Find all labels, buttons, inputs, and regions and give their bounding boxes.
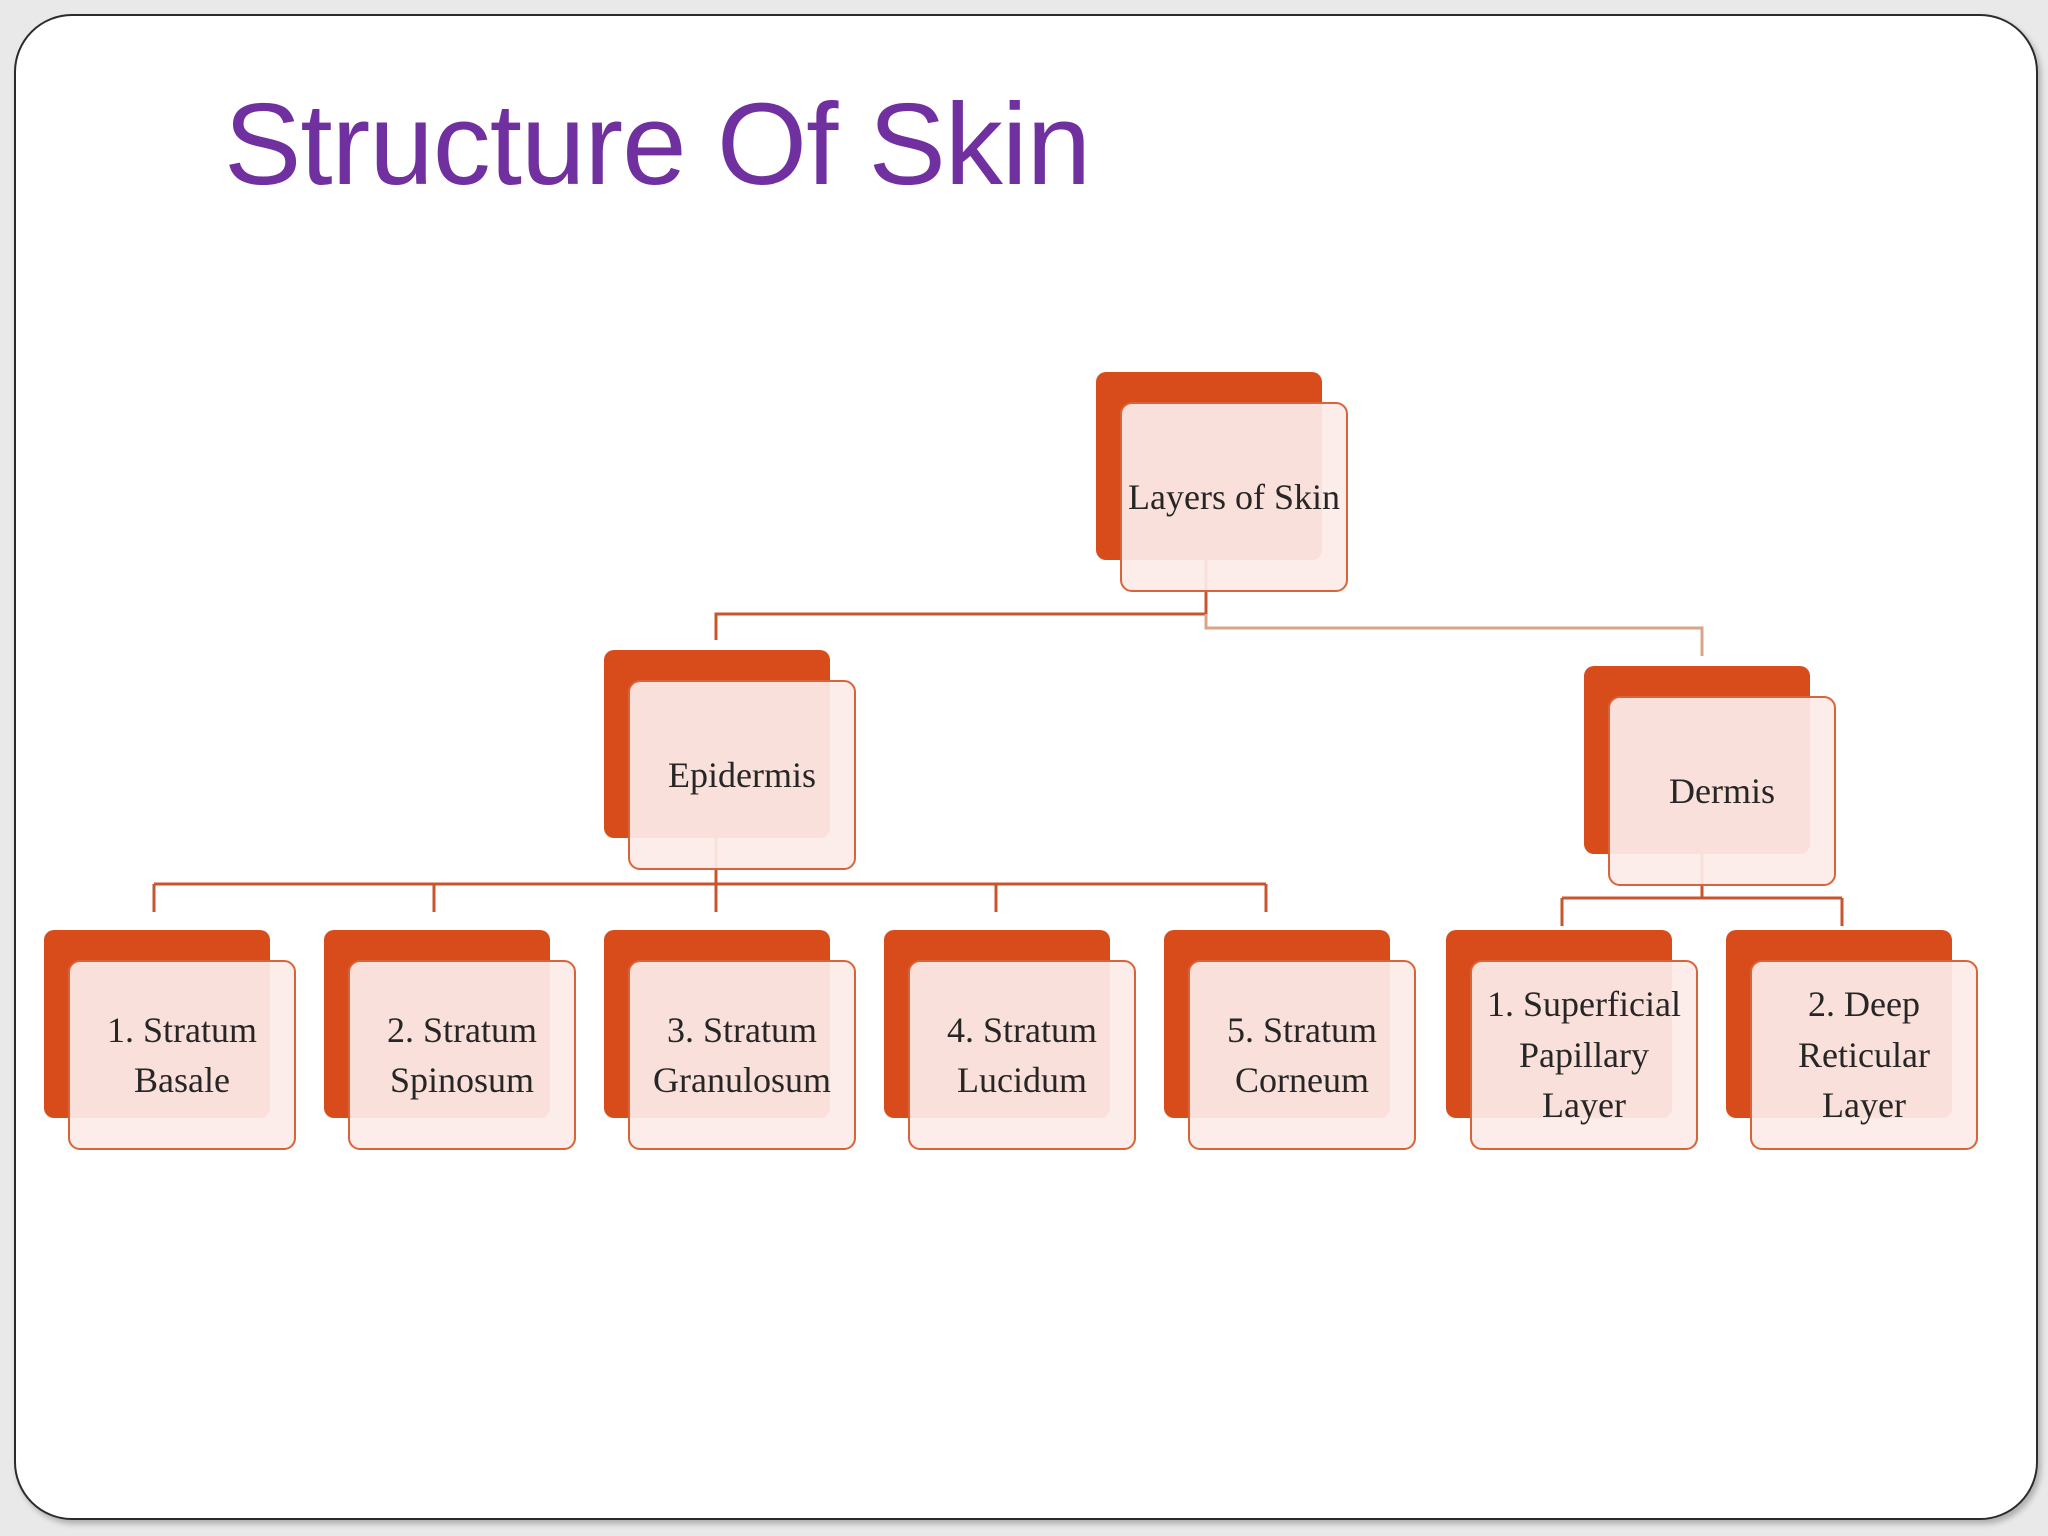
node-front-card: 4. Stratum Lucidum bbox=[908, 960, 1136, 1150]
node-superficial-papillary-layer: 1. Superficial Papillary Layer bbox=[1446, 930, 1698, 1150]
node-stratum-corneum: 5. Stratum Corneum bbox=[1164, 930, 1416, 1150]
node-label: 3. Stratum Granulosum bbox=[653, 1009, 831, 1100]
node-stratum-granulosum: 3. Stratum Granulosum bbox=[604, 930, 856, 1150]
node-deep-reticular-layer: 2. Deep Reticular Layer bbox=[1726, 930, 1978, 1150]
node-label: Dermis bbox=[1669, 770, 1775, 811]
node-stratum-basale: 1. Stratum Basale bbox=[44, 930, 296, 1150]
connector-root-dermis bbox=[1204, 614, 1704, 656]
slide: Structure Of Skin Layers of Skin bbox=[14, 14, 2038, 1520]
node-layers-of-skin: Layers of Skin bbox=[1096, 372, 1348, 592]
node-front-card: 1. Superficial Papillary Layer bbox=[1470, 960, 1698, 1150]
node-label: 5. Stratum Corneum bbox=[1227, 1009, 1377, 1100]
node-label: 2. Stratum Spinosum bbox=[387, 1009, 537, 1100]
node-epidermis: Epidermis bbox=[604, 650, 856, 870]
node-front-card: 2. Deep Reticular Layer bbox=[1750, 960, 1978, 1150]
node-label: 1. Stratum Basale bbox=[107, 1009, 257, 1100]
node-front-card: 2. Stratum Spinosum bbox=[348, 960, 576, 1150]
node-front-card: 1. Stratum Basale bbox=[68, 960, 296, 1150]
node-dermis: Dermis bbox=[1584, 666, 1836, 886]
slide-title: Structure Of Skin bbox=[224, 79, 1091, 209]
node-front-card: 5. Stratum Corneum bbox=[1188, 960, 1416, 1150]
node-front-card: 3. Stratum Granulosum bbox=[628, 960, 856, 1150]
node-stratum-spinosum: 2. Stratum Spinosum bbox=[324, 930, 576, 1150]
node-front-card: Epidermis bbox=[628, 680, 856, 870]
node-stratum-lucidum: 4. Stratum Lucidum bbox=[884, 930, 1136, 1150]
node-front-card: Dermis bbox=[1608, 696, 1836, 886]
node-label: 4. Stratum Lucidum bbox=[947, 1009, 1097, 1100]
node-label: Epidermis bbox=[668, 754, 816, 795]
node-label: 1. Superficial Papillary Layer bbox=[1487, 984, 1681, 1126]
node-label: 2. Deep Reticular Layer bbox=[1798, 984, 1930, 1126]
node-label: Layers of Skin bbox=[1128, 476, 1340, 517]
node-front-card: Layers of Skin bbox=[1120, 402, 1348, 592]
